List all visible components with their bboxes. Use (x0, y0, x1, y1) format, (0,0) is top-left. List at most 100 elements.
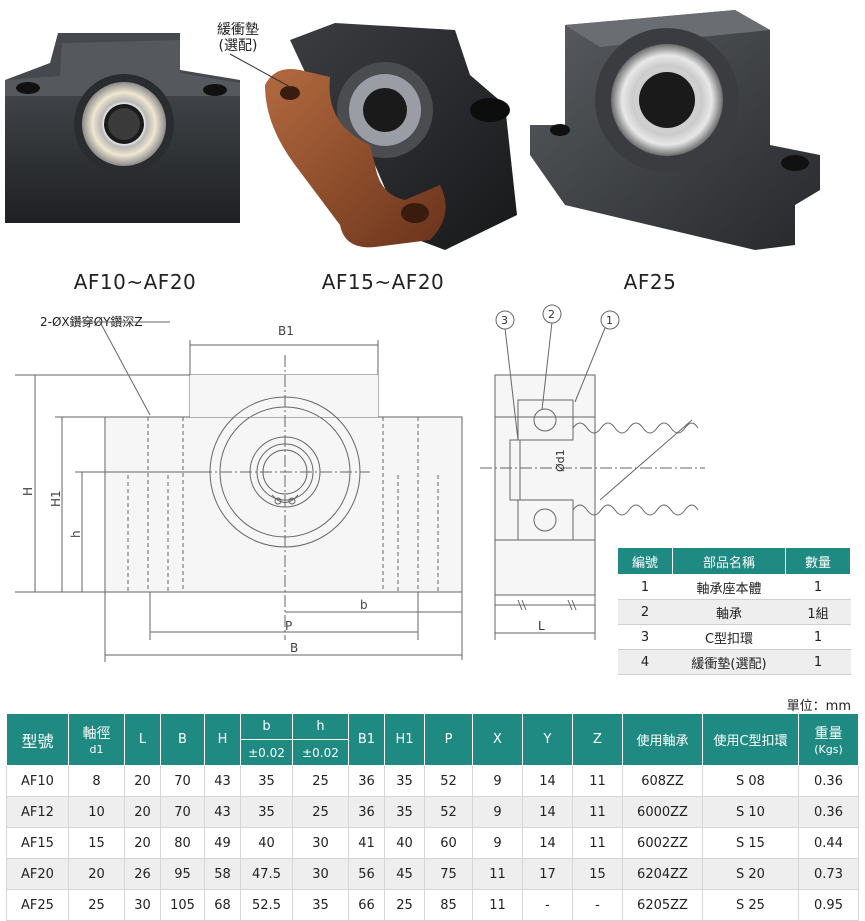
parts-cell: 1組 (785, 599, 851, 625)
side-section-drawing: 3 2 1 Ød1 L (480, 304, 705, 640)
spec-cell: 68 (204, 889, 241, 921)
spec-cell: AF25 (6, 889, 69, 921)
spec-cell: 8 (68, 765, 125, 797)
spec-cell: 20 (124, 765, 161, 797)
spec-cell: 105 (160, 889, 205, 921)
dim-L: L (538, 619, 545, 633)
spec-cell: 6000ZZ (622, 796, 703, 828)
spec-cell: 11 (472, 889, 523, 921)
balloon-1: 1 (606, 314, 613, 327)
cushion-callout: 緩衝墊 (選配) (217, 22, 259, 54)
spec-cell: 14 (522, 765, 573, 797)
cushion-callout-line1: 緩衝墊 (217, 22, 259, 38)
spec-cell: 40 (384, 827, 425, 859)
spec-cell: 9 (472, 765, 523, 797)
spec-cell: 6204ZZ (622, 858, 703, 890)
spec-header-b: b (240, 713, 293, 740)
parts-cell: 軸承座本體 (672, 574, 786, 600)
spec-header-X: X (472, 713, 523, 766)
parts-header-qty: 數量 (785, 547, 851, 575)
product-image-af25 (530, 10, 820, 250)
spec-cell: AF10 (6, 765, 69, 797)
spec-cell: 45 (384, 858, 425, 890)
spec-header-B1: B1 (348, 713, 385, 766)
parts-row: 4 緩衝墊(選配) 1 (617, 649, 851, 675)
spec-cell: 95 (160, 858, 205, 890)
parts-header-name: 部品名稱 (672, 547, 786, 575)
spec-header-Z: Z (572, 713, 623, 766)
parts-row: 2 軸承 1組 (617, 599, 851, 625)
spec-cell: 47.5 (240, 858, 293, 890)
parts-cell: 2 (617, 599, 673, 625)
spec-cell: 36 (348, 796, 385, 828)
spec-cell: 10 (68, 796, 125, 828)
spec-cell: 35 (384, 796, 425, 828)
spec-cell: 56 (348, 858, 385, 890)
balloon-2: 2 (548, 308, 555, 321)
spec-cell: 40 (240, 827, 293, 859)
spec-cell: 9 (472, 796, 523, 828)
spec-cell: 41 (348, 827, 385, 859)
spec-cell: 14 (522, 796, 573, 828)
spec-cell: 43 (204, 796, 241, 828)
parts-header-no: 編號 (617, 547, 673, 575)
spec-header-shaft-label: 軸徑 (82, 726, 111, 742)
spec-cell: 0.44 (798, 827, 859, 859)
dim-H1: H1 (49, 490, 63, 507)
spec-header-bearing: 使用軸承 (622, 713, 703, 766)
spec-cell: 20 (124, 827, 161, 859)
spec-cell: 25 (384, 889, 425, 921)
caption-af25: AF25 (623, 270, 677, 294)
parts-cell: 緩衝墊(選配) (672, 649, 786, 675)
parts-row: 1 軸承座本體 1 (617, 574, 851, 600)
spec-cell: S 10 (702, 796, 799, 828)
spec-cell: 35 (240, 796, 293, 828)
dim-B: B (290, 641, 298, 655)
spec-cell: 30 (292, 827, 349, 859)
parts-cell: 4 (617, 649, 673, 675)
spec-cell: 43 (204, 765, 241, 797)
spec-cell: - (522, 889, 573, 921)
spec-header-b-tol: ±0.02 (240, 739, 293, 766)
spec-header-weight-label: 重量 (814, 726, 843, 742)
spec-header-H: H (204, 713, 241, 766)
parts-cell: 1 (785, 649, 851, 675)
spec-cell: 14 (522, 827, 573, 859)
spec-cell: 9 (472, 827, 523, 859)
spec-cell: 11 (472, 858, 523, 890)
spec-cell: AF15 (6, 827, 69, 859)
parts-cell: 1 (785, 574, 851, 600)
spec-cell: AF20 (6, 858, 69, 890)
spec-cell: AF12 (6, 796, 69, 828)
parts-cell: 軸承 (672, 599, 786, 625)
spec-cell: 11 (572, 765, 623, 797)
spec-cell: 35 (384, 765, 425, 797)
spec-cell: 30 (292, 858, 349, 890)
spec-header-weight-sub: (Kgs) (814, 743, 843, 756)
spec-cell: 0.95 (798, 889, 859, 921)
spec-cell: 6002ZZ (622, 827, 703, 859)
spec-cell: 25 (292, 796, 349, 828)
spec-cell: S 15 (702, 827, 799, 859)
spec-header-L: L (124, 713, 161, 766)
spec-cell: 80 (160, 827, 205, 859)
balloon-3: 3 (501, 314, 508, 327)
spec-cell: 20 (124, 796, 161, 828)
parts-row: 3 C型扣環 1 (617, 624, 851, 650)
spec-header-h-tol: ±0.02 (292, 739, 349, 766)
spec-cell: 6205ZZ (622, 889, 703, 921)
spec-header-weight: 重量(Kgs) (798, 713, 859, 766)
spec-cell: 58 (204, 858, 241, 890)
dim-P: P (285, 619, 292, 633)
spec-cell: 25 (292, 765, 349, 797)
front-view-drawing: B1 H H1 h b P B (15, 321, 463, 662)
spec-cell: 15 (68, 827, 125, 859)
spec-cell: 0.36 (798, 796, 859, 828)
dim-B1: B1 (278, 324, 294, 338)
spec-cell: 0.73 (798, 858, 859, 890)
spec-cell: 49 (204, 827, 241, 859)
parts-table: 編號 部品名稱 數量 1 軸承座本體 1 2 軸承 1組 3 C型扣環 1 4 … (617, 547, 851, 675)
spec-cell: 85 (424, 889, 473, 921)
